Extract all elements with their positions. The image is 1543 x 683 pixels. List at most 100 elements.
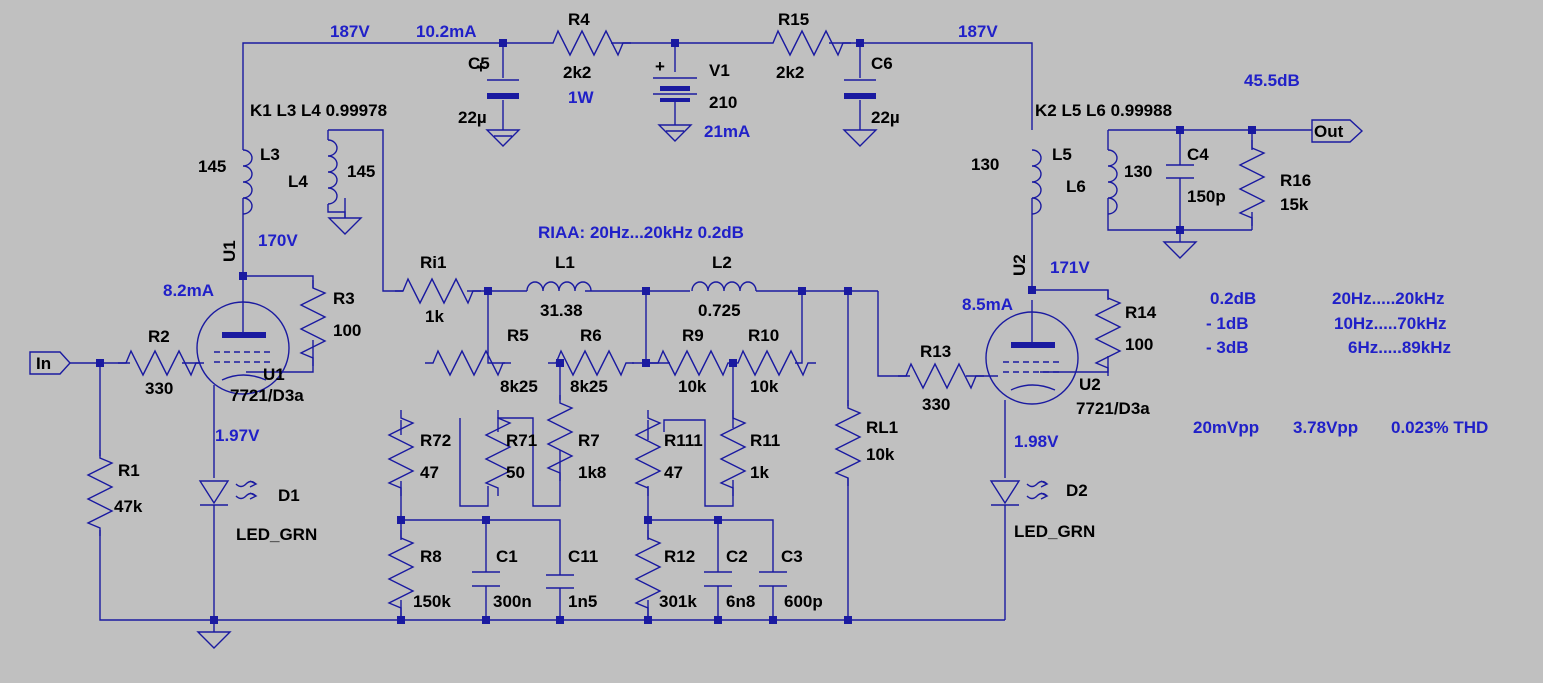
ground-v1 — [658, 124, 692, 142]
r4-power: 1W — [568, 88, 594, 107]
r3-value: 100 — [333, 321, 361, 340]
c1-value: 300n — [493, 592, 532, 611]
l2-inductor — [691, 281, 757, 292]
u2-current: 8.5mA — [962, 295, 1013, 314]
r3-ref: R3 — [333, 289, 355, 308]
rl1-resistor — [835, 399, 861, 487]
l1-value: 31.38 — [540, 301, 583, 320]
response-level: - 3dB — [1206, 338, 1249, 357]
l3-inductor — [242, 149, 253, 215]
ground-main — [197, 631, 231, 649]
d1-ref: D1 — [278, 486, 300, 505]
l4-ref: L4 — [288, 172, 308, 191]
c5-ref: C5 — [468, 54, 490, 73]
u1-plate-voltage: 170V — [258, 231, 298, 250]
in-port: In — [29, 351, 71, 375]
r2-value: 330 — [145, 379, 173, 398]
u1-current: 8.2mA — [163, 281, 214, 300]
r2-ref: R2 — [148, 327, 170, 346]
u2-value: 7721/D3a — [1076, 399, 1150, 418]
r15-value: 2k2 — [776, 63, 804, 82]
r1-value: 47k — [114, 497, 143, 516]
l3-value: 145 — [198, 157, 226, 176]
r13-value: 330 — [922, 395, 950, 414]
u1-cathode-voltage: 1.97V — [215, 426, 260, 445]
c5-capacitor: + — [476, 58, 519, 99]
c6-value: 22µ — [871, 108, 900, 127]
gain-label: 45.5dB — [1244, 71, 1300, 90]
r9-ref: R9 — [682, 326, 704, 345]
r4-ref: R4 — [568, 10, 590, 29]
l2-value: 0.725 — [698, 301, 741, 320]
r12-ref: R12 — [664, 547, 695, 566]
rl1-ref: RL1 — [866, 418, 898, 437]
ground-c6 — [843, 129, 877, 147]
c11-value: 1n5 — [568, 592, 597, 611]
c11-ref: C11 — [568, 547, 598, 566]
r111-value: 47 — [664, 463, 683, 482]
r5-value: 8k25 — [500, 377, 538, 396]
svg-text:+: + — [476, 58, 486, 77]
r72-ref: R72 — [420, 431, 451, 450]
r4-value: 2k2 — [563, 63, 591, 82]
response-range: 6Hz.....89kHz — [1348, 338, 1451, 357]
u2-side-ref: U2 — [1010, 254, 1029, 276]
c3-value: 600p — [784, 592, 823, 611]
l4-inductor — [327, 139, 338, 205]
ground-out — [1163, 241, 1197, 259]
c4-capacitor — [1166, 164, 1194, 179]
c4-ref: C4 — [1187, 145, 1209, 164]
c2-capacitor — [704, 571, 732, 587]
c1-ref: C1 — [496, 547, 518, 566]
u2-cathode-voltage: 1.98V — [1014, 432, 1059, 451]
r14-value: 100 — [1125, 335, 1153, 354]
r71-value: 50 — [506, 463, 525, 482]
d1-value: LED_GRN — [236, 525, 317, 544]
d2-ref: D2 — [1066, 481, 1088, 500]
svg-text:+: + — [655, 57, 665, 76]
r10-value: 10k — [750, 377, 779, 396]
l1-ref: L1 — [555, 253, 575, 272]
r12-value: 301k — [659, 592, 697, 611]
d1-led — [198, 480, 258, 506]
response-table: 0.2dB 20Hz.....20kHz - 1dB 10Hz.....70kH… — [1206, 289, 1451, 357]
r8-ref: R8 — [420, 547, 442, 566]
v1-ref: V1 — [709, 61, 730, 80]
r11-ref: R11 — [750, 431, 780, 450]
c3-ref: C3 — [781, 547, 803, 566]
l3-ref: L3 — [260, 145, 280, 164]
c11-capacitor — [546, 574, 574, 589]
c5-value: 22µ — [458, 108, 487, 127]
c4-value: 150p — [1187, 187, 1226, 206]
r7-value: 1k8 — [578, 463, 606, 482]
junctions — [96, 39, 1256, 624]
r71-ref: R71 — [506, 431, 537, 450]
r6-value: 8k25 — [570, 377, 608, 396]
u1-side-ref: U1 — [220, 240, 239, 262]
rail-right-voltage: 187V — [958, 22, 998, 41]
l5-value: 130 — [971, 155, 999, 174]
response-range: 20Hz.....20kHz — [1332, 289, 1444, 308]
r1-resistor — [87, 449, 113, 537]
ground-bars — [494, 130, 684, 137]
in-port-label: In — [36, 354, 51, 373]
r13-ref: R13 — [920, 342, 951, 361]
l6-inductor — [1107, 149, 1118, 215]
output-level: 3.78Vpp — [1293, 418, 1358, 437]
l5-ref: L5 — [1052, 145, 1072, 164]
l2-ref: L2 — [712, 253, 732, 272]
response-range: 10Hz.....70kHz — [1334, 314, 1446, 333]
r14-ref: R14 — [1125, 303, 1157, 322]
ri1-ref: Ri1 — [420, 253, 446, 272]
thd-label: 0.023% THD — [1391, 418, 1488, 437]
wiring — [70, 42, 1312, 632]
l6-value: 130 — [1124, 162, 1152, 181]
supply-current: 21mA — [704, 122, 750, 141]
c6-ref: C6 — [871, 54, 893, 73]
c2-ref: C2 — [726, 547, 748, 566]
component-labels: R4 2k2 R15 2k2 C5 22µ C6 22µ V1 210 K1 L… — [114, 10, 1311, 611]
r16-ref: R16 — [1280, 171, 1311, 190]
c1-capacitor — [472, 571, 500, 587]
r16-value: 15k — [1280, 195, 1309, 214]
